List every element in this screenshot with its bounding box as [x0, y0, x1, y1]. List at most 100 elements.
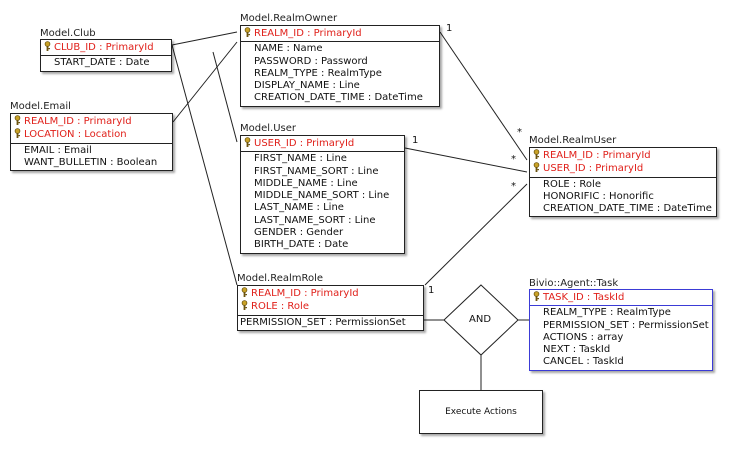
- task-attr: PERMISSION_SET : PermissionSet: [543, 319, 709, 331]
- user-attr: FIRST_NAME : Line: [254, 153, 347, 165]
- realmowner-attrs: NAME : Name PASSWORD : Password REALM_TY…: [241, 42, 439, 105]
- club-pk-text: CLUB_ID : PrimaryId: [54, 42, 154, 53]
- realmuser-pk-text: USER_ID : PrimaryId: [543, 163, 644, 175]
- connector-realmowner-realmuser: [439, 31, 528, 161]
- email-pk-row: LOCATION : Location: [13, 128, 172, 141]
- multiplicity-user-one: 1: [412, 135, 419, 146]
- connector-user-realmuser: [404, 147, 528, 173]
- club-attrs: START_DATE : Date: [41, 56, 171, 70]
- email-attr: WANT_BULLETIN : Boolean: [24, 156, 158, 168]
- user-attr: GENDER : Gender: [254, 227, 344, 239]
- user-attr: FIRST_NAME_SORT : Line: [254, 165, 379, 177]
- realmuser-pk-row: REALM_ID : PrimaryId: [532, 149, 716, 162]
- realmrole-attrs: PERMISSION_SET : PermissionSet: [238, 316, 423, 330]
- connector-user-realmowner: [212, 51, 238, 143]
- and-label: AND: [469, 314, 492, 325]
- realmowner-attr: NAME : Name: [254, 43, 323, 55]
- user-attr: LAST_NAME : Line: [254, 202, 344, 214]
- email-pk-text: LOCATION : Location: [24, 129, 127, 141]
- realmrole-pk: REALM_ID : PrimaryId ROLE : Role: [238, 286, 423, 316]
- realmowner-pk-row: REALM_ID : PrimaryId: [243, 27, 439, 40]
- user-attr: MIDDLE_NAME_SORT : Line: [254, 190, 390, 202]
- realmowner-attr: PASSWORD : Password: [254, 55, 368, 67]
- task-title: Bivio::Agent::Task: [529, 278, 619, 289]
- key-icon: [13, 128, 22, 139]
- key-icon: [243, 27, 252, 37]
- key-icon: [240, 287, 249, 297]
- execute-actions-box[interactable]: Execute Actions: [419, 390, 543, 434]
- user-attr: LAST_NAME_SORT : Line: [254, 214, 376, 226]
- key-icon: [240, 300, 249, 311]
- email-attr: EMAIL : Email: [24, 144, 92, 156]
- realmowner-pk-text: REALM_ID : PrimaryId: [254, 28, 362, 39]
- user-pk-text: USER_ID : PrimaryId: [254, 138, 355, 149]
- email-pk: REALM_ID : PrimaryId LOCATION : Location: [11, 114, 172, 144]
- key-icon: [13, 115, 22, 125]
- multiplicity-realmuser-many-1: *: [517, 127, 522, 138]
- and-diamond: [443, 284, 519, 356]
- multiplicity-realmrole-one: 1: [428, 285, 435, 296]
- club-attr: START_DATE : Date: [54, 57, 150, 69]
- realmuser-pk-text: REALM_ID : PrimaryId: [543, 150, 651, 161]
- key-icon: [532, 162, 541, 173]
- task-attrs: REALM_TYPE : RealmType PERMISSION_SET : …: [530, 306, 712, 369]
- task-attr: REALM_TYPE : RealmType: [543, 307, 671, 319]
- realmowner-attr: CREATION_DATE_TIME : DateTime: [254, 92, 423, 104]
- connector-club-realmrole: [171, 44, 238, 286]
- user-attr: BIRTH_DATE : Date: [254, 239, 349, 251]
- user-title: Model.User: [240, 123, 296, 134]
- realmrole-title: Model.RealmRole: [237, 273, 324, 284]
- realmuser-attr: ROLE : Role: [543, 178, 601, 190]
- task-pk: TASK_ID : TaskId: [530, 290, 712, 307]
- entity-realmuser[interactable]: REALM_ID : PrimaryId USER_ID : PrimaryId…: [529, 147, 717, 218]
- connector-email-realmowner: [172, 41, 238, 123]
- realmrole-pk-row: ROLE : Role: [240, 300, 423, 313]
- realmuser-attr: CREATION_DATE_TIME : DateTime: [543, 203, 712, 215]
- user-pk: USER_ID : PrimaryId: [241, 136, 404, 153]
- realmuser-attr: HONORIFIC : Honorific: [543, 190, 654, 202]
- multiplicity-realmuser-many-2: *: [511, 154, 516, 165]
- email-title: Model.Email: [10, 101, 71, 112]
- task-pk-text: TASK_ID : TaskId: [543, 292, 625, 303]
- entity-realmowner[interactable]: REALM_ID : PrimaryId NAME : Name PASSWOR…: [240, 25, 440, 107]
- multiplicity-realmuser-many-3: *: [511, 181, 516, 192]
- key-icon: [243, 137, 252, 147]
- club-pk: CLUB_ID : PrimaryId: [41, 40, 171, 57]
- entity-email[interactable]: REALM_ID : PrimaryId LOCATION : Location…: [10, 113, 173, 172]
- user-pk-row: USER_ID : PrimaryId: [243, 137, 404, 150]
- club-pk-row: CLUB_ID : PrimaryId: [43, 41, 171, 54]
- connector-club-realmowner: [171, 31, 238, 46]
- realmrole-pk-text: REALM_ID : PrimaryId: [251, 288, 359, 299]
- email-attrs: EMAIL : Email WANT_BULLETIN : Boolean: [11, 144, 172, 171]
- entity-realmrole[interactable]: REALM_ID : PrimaryId ROLE : Role PERMISS…: [237, 285, 424, 331]
- task-pk-row: TASK_ID : TaskId: [532, 291, 712, 304]
- realmuser-title: Model.RealmUser: [529, 135, 617, 146]
- realmuser-attrs: ROLE : Role HONORIFIC : Honorific CREATI…: [530, 178, 716, 217]
- entity-task[interactable]: TASK_ID : TaskId REALM_TYPE : RealmType …: [529, 289, 713, 371]
- realmuser-pk: REALM_ID : PrimaryId USER_ID : PrimaryId: [530, 148, 716, 178]
- task-attr: CANCEL : TaskId: [543, 356, 624, 368]
- realmrole-pk-text: ROLE : Role: [251, 301, 309, 313]
- task-attr: NEXT : TaskId: [543, 344, 611, 356]
- key-icon: [532, 149, 541, 159]
- email-pk-row: REALM_ID : PrimaryId: [13, 115, 172, 128]
- user-attrs: FIRST_NAME : Line FIRST_NAME_SORT : Line…: [241, 152, 404, 252]
- key-icon: [43, 41, 52, 51]
- connector-realmrole-realmuser: [424, 183, 528, 286]
- execute-actions-label: Execute Actions: [445, 407, 517, 417]
- realmowner-pk: REALM_ID : PrimaryId: [241, 26, 439, 43]
- task-attr: ACTIONS : array: [543, 331, 624, 343]
- email-pk-text: REALM_ID : PrimaryId: [24, 116, 132, 127]
- entity-user[interactable]: USER_ID : PrimaryId FIRST_NAME : Line FI…: [240, 135, 405, 254]
- realmowner-title: Model.RealmOwner: [240, 13, 338, 24]
- user-attr: MIDDLE_NAME : Line: [254, 177, 358, 189]
- realmowner-attr: DISPLAY_NAME : Line: [254, 80, 360, 92]
- realmuser-pk-row: USER_ID : PrimaryId: [532, 162, 716, 175]
- realmrole-attr: PERMISSION_SET : PermissionSet: [240, 316, 406, 328]
- key-icon: [532, 291, 541, 301]
- entity-club[interactable]: CLUB_ID : PrimaryId START_DATE : Date: [40, 39, 172, 72]
- realmrole-pk-row: REALM_ID : PrimaryId: [240, 287, 423, 300]
- multiplicity-realmowner-one: 1: [446, 23, 453, 34]
- club-title: Model.Club: [40, 28, 96, 39]
